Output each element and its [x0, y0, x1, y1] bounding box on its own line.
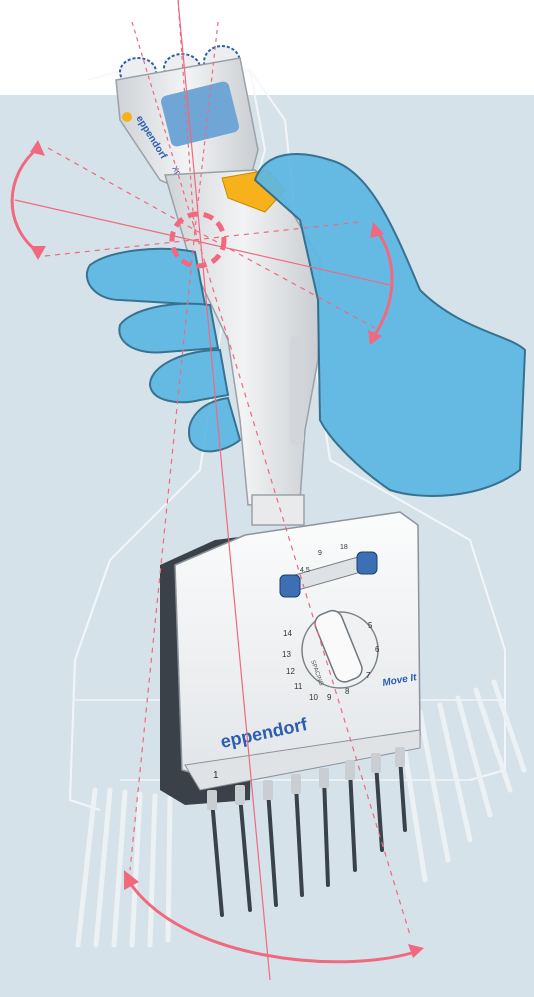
scale-value-0: 4.5: [300, 567, 310, 574]
dial-number: 5: [368, 621, 373, 630]
dial-number: 11: [294, 682, 303, 691]
spacing-knob-left: [280, 575, 300, 597]
handle-slot: [290, 335, 304, 445]
spacing-knob-right: [357, 552, 377, 574]
dial-number: 12: [286, 667, 295, 676]
dial-number: 8: [345, 687, 350, 696]
scale-value-1: 9: [318, 550, 322, 557]
scale-value-2: 18: [340, 544, 348, 551]
dial-number: 13: [282, 650, 291, 659]
dial-number: 14: [283, 629, 292, 638]
dial-number: 9: [327, 693, 332, 702]
pipette-shaft: [252, 495, 304, 525]
dial-number: 6: [375, 645, 380, 654]
dial-number: 10: [309, 693, 318, 702]
glove-finger-1: [87, 249, 205, 305]
yellow-dot: [122, 112, 132, 122]
channel-number-one: 1: [213, 770, 219, 781]
dial-number: 7: [366, 671, 371, 680]
